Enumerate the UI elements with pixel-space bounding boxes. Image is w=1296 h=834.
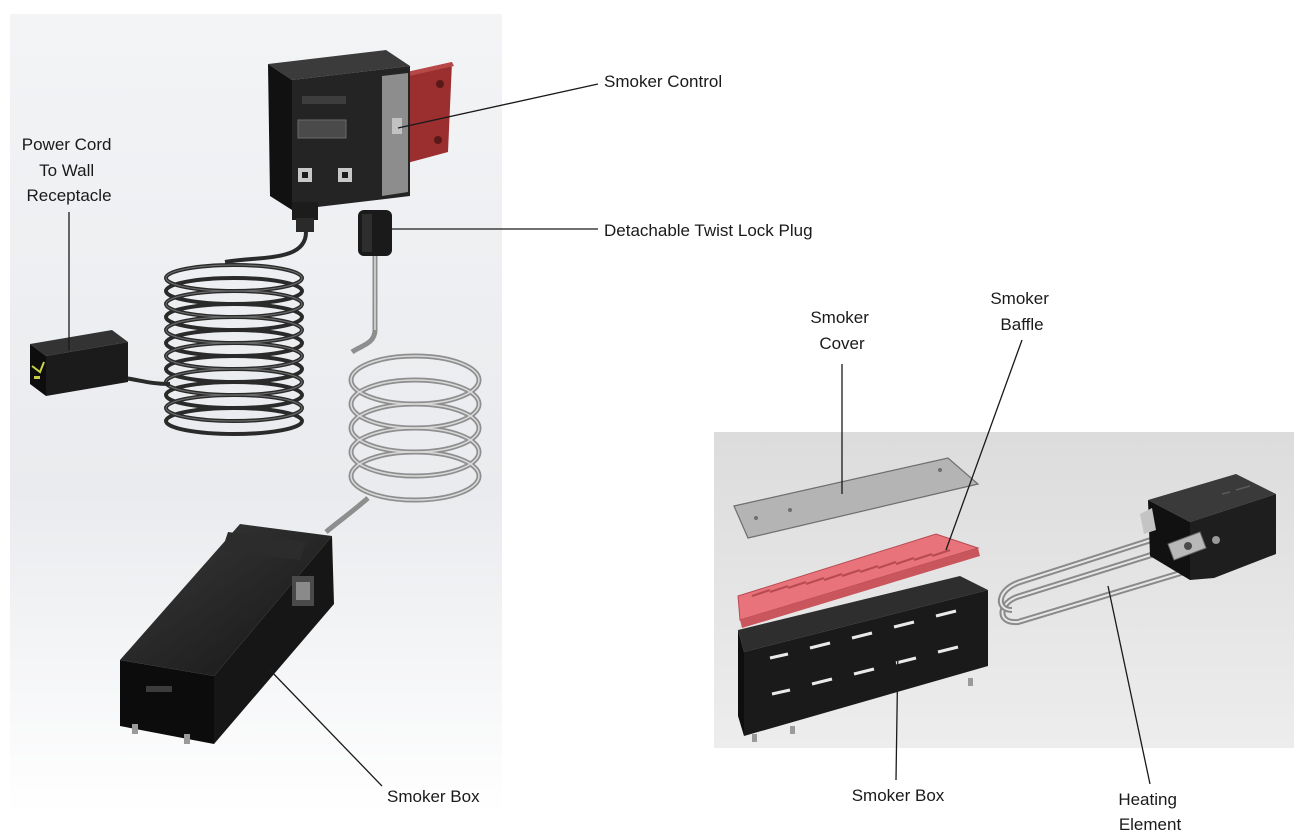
- leader-smoker-control: [397, 83, 599, 129]
- label-smoker-cover: Smoker Cover: [810, 308, 873, 353]
- smoker-box-assembly: [120, 524, 334, 744]
- leader-smoker-baffle: [945, 339, 1023, 551]
- label-smoker-cover-line-1: Smoker: [810, 308, 869, 327]
- open-smoker-box: [738, 576, 988, 742]
- label-smoker-baffle-line-2: Baffle: [1000, 315, 1043, 334]
- element-cord-coil: [348, 353, 482, 503]
- callout-labels: Power Cord To Wall Receptacle Smoker Con…: [22, 72, 1182, 834]
- label-power-cord-line-3: Receptacle: [26, 186, 111, 205]
- label-heating-element: Heating Element: [1118, 790, 1181, 834]
- label-heating-element-line-1: Heating: [1118, 790, 1177, 809]
- right-exploded-view: [714, 432, 1294, 748]
- leader-lines: [68, 83, 1151, 787]
- heating-element: [998, 474, 1276, 626]
- label-heating-element-line-2: Element: [1119, 815, 1182, 834]
- wall-plug: [30, 330, 128, 396]
- label-smoker-baffle: Smoker Baffle: [990, 289, 1053, 334]
- label-smoker-control: Smoker Control: [604, 72, 722, 91]
- smoker-cover: [733, 457, 980, 539]
- label-power-cord-line-1: Power Cord: [22, 135, 112, 154]
- label-smoker-baffle-line-1: Smoker: [990, 289, 1049, 308]
- label-power-cord-line-2: To Wall: [39, 161, 94, 180]
- left-assembly-view: [10, 14, 502, 814]
- label-power-cord: Power Cord To Wall Receptacle: [22, 135, 117, 205]
- smoker-control-housing: [268, 50, 410, 210]
- leader-smoker-box-right: [895, 645, 899, 781]
- label-smoker-box-left: Smoker Box: [387, 787, 480, 806]
- label-smoker-cover-line-2: Cover: [819, 334, 865, 353]
- smoker-baffle: [737, 533, 980, 628]
- leader-heating-element: [1107, 585, 1151, 785]
- twist-lock-plug: [358, 210, 392, 256]
- cord-gland: [292, 202, 318, 232]
- label-smoker-box-right: Smoker Box: [852, 786, 945, 805]
- control-display-window: [297, 119, 347, 139]
- label-twist-lock-plug: Detachable Twist Lock Plug: [604, 221, 813, 240]
- leader-smoker-box-left: [267, 667, 383, 787]
